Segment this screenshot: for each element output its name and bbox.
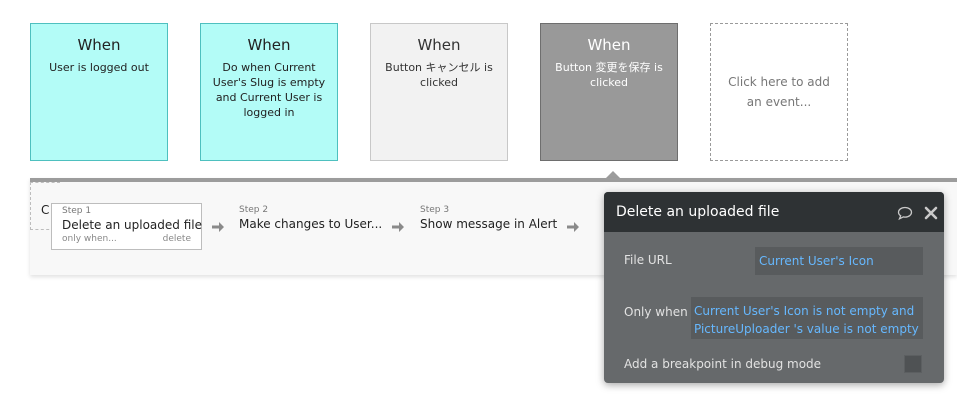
event-card-cancel-clicked[interactable]: When Button キャンセル is clicked: [370, 23, 508, 161]
arrow-right-icon: [212, 222, 224, 232]
step-number-label: Step 2: [239, 205, 269, 215]
condition-line-2: PictureUploader 's value is not empty: [694, 322, 919, 336]
workflow-step-3[interactable]: Step 3 Show message in Alert: [420, 205, 557, 232]
step-delete-link[interactable]: delete: [162, 234, 191, 244]
close-icon[interactable]: [923, 205, 939, 221]
only-when-label: Only when: [624, 305, 688, 319]
add-event-label: Click here to add an event...: [728, 75, 830, 109]
workflow-step-1[interactable]: Step 1 Delete an uploaded file only when…: [51, 203, 202, 250]
workflow-step-2[interactable]: Step 2 Make changes to User...: [239, 205, 382, 232]
file-url-label: File URL: [624, 253, 672, 267]
editor-header: Delete an uploaded file: [604, 192, 944, 232]
step-condition-label: only when...: [62, 234, 117, 244]
add-event-card[interactable]: Click here to add an event...: [710, 23, 848, 161]
workflow-step-4[interactable]: C: [30, 182, 60, 230]
editor-title: Delete an uploaded file: [616, 204, 780, 220]
breakpoint-label: Add a breakpoint in debug mode: [624, 357, 822, 371]
event-when-label: When: [587, 36, 631, 54]
step-title: C: [41, 203, 50, 217]
step-title: Show message in Alert: [420, 217, 558, 231]
step-title: Make changes to User...: [239, 217, 383, 231]
event-description: User is logged out: [49, 61, 149, 74]
event-when-label: When: [417, 36, 461, 54]
selected-event-caret: [605, 171, 621, 179]
breakpoint-checkbox[interactable]: [904, 355, 922, 373]
event-description: Do when Current User's Slug is empty and…: [212, 61, 326, 119]
event-description: Button キャンセル is clicked: [385, 61, 493, 89]
event-description: Button 変更を保存 is clicked: [555, 61, 663, 89]
event-card-save-clicked[interactable]: When Button 変更を保存 is clicked: [540, 23, 678, 161]
action-property-editor: Delete an uploaded file File URL Current…: [604, 192, 944, 383]
condition-line-1: Current User's Icon is not empty and: [694, 304, 915, 318]
event-when-label: When: [247, 36, 291, 54]
file-url-value: Current User's Icon: [759, 254, 874, 268]
step-title: Delete an uploaded file: [62, 218, 202, 232]
arrow-right-icon: [567, 222, 579, 232]
file-url-field[interactable]: Current User's Icon: [755, 247, 923, 275]
step-number-label: Step 3: [420, 205, 450, 215]
event-card-user-logged-out[interactable]: When User is logged out: [30, 23, 168, 161]
arrow-right-icon: [392, 222, 404, 232]
comment-icon[interactable]: [897, 205, 913, 221]
only-when-condition-field[interactable]: Current User's Icon is not empty and Pic…: [691, 297, 923, 339]
event-card-slug-empty[interactable]: When Do when Current User's Slug is empt…: [200, 23, 338, 161]
event-when-label: When: [77, 36, 121, 54]
step-number-label: Step 1: [62, 206, 92, 216]
